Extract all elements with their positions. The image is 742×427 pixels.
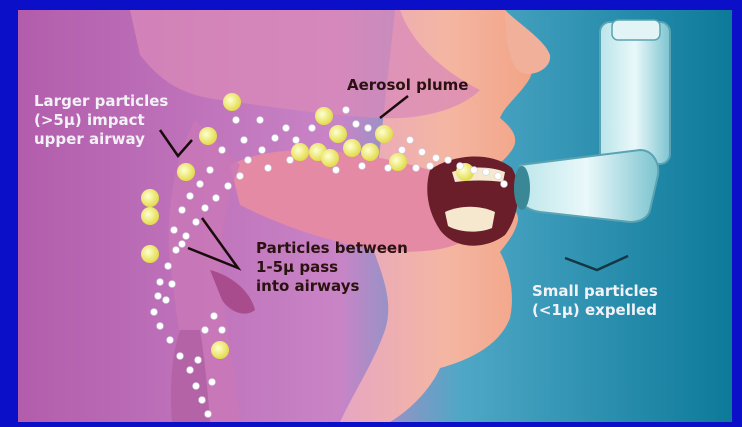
large-particle [315, 107, 333, 125]
small-particle [245, 157, 252, 164]
small-particle [407, 137, 414, 144]
small-particle [365, 125, 372, 132]
large-particle [199, 127, 217, 145]
small-particle [225, 183, 232, 190]
large-particle [361, 143, 379, 161]
large-particle [375, 125, 393, 143]
small-particle [501, 181, 508, 188]
small-particle [419, 149, 426, 156]
small-particle [177, 353, 184, 360]
small-particle [413, 165, 420, 172]
small-particle [209, 379, 216, 386]
small-particle [427, 163, 434, 170]
small-particle [343, 107, 350, 114]
small-particle [333, 167, 340, 174]
small-particle [233, 117, 240, 124]
large-particle [291, 143, 309, 161]
small-particle [197, 181, 204, 188]
small-particle [457, 163, 464, 170]
large-particle [211, 341, 229, 359]
small-particle [165, 263, 172, 270]
label-aerosol-plume: Aerosol plume [347, 76, 468, 95]
small-particle [309, 125, 316, 132]
small-particle [237, 173, 244, 180]
large-particle [329, 125, 347, 143]
small-particle [163, 297, 170, 304]
small-particle [241, 137, 248, 144]
small-particle [483, 169, 490, 176]
small-particle [445, 157, 452, 164]
small-particle [272, 135, 279, 142]
small-particle [385, 165, 392, 172]
small-particle [193, 219, 200, 226]
small-particle [283, 125, 290, 132]
small-particle [199, 397, 206, 404]
small-particle [202, 327, 209, 334]
small-particle [257, 117, 264, 124]
small-particle [202, 205, 209, 212]
inhaler-opening [514, 166, 530, 210]
large-particle [223, 93, 241, 111]
small-particle [169, 281, 176, 288]
small-particle [211, 313, 218, 320]
small-particle [287, 157, 294, 164]
small-particle [183, 233, 190, 240]
small-particle [157, 279, 164, 286]
small-particle [213, 195, 220, 202]
small-particle [359, 163, 366, 170]
label-larger-particles: Larger particles (>5μ) impact upper airw… [34, 92, 168, 149]
large-particle [321, 149, 339, 167]
large-particle [177, 163, 195, 181]
small-particle [433, 155, 440, 162]
small-particle [399, 147, 406, 154]
large-particle [343, 139, 361, 157]
label-particles-between: Particles between 1-5μ pass into airways [256, 239, 408, 296]
small-particle [179, 241, 186, 248]
label-small-particles: Small particles (<1μ) expelled [532, 282, 658, 320]
small-particle [207, 167, 214, 174]
small-particle [353, 121, 360, 128]
small-particle [157, 323, 164, 330]
small-particle [495, 173, 502, 180]
small-particle [173, 247, 180, 254]
inhaler-canister [600, 22, 670, 164]
small-particle [259, 147, 266, 154]
small-particle [167, 337, 174, 344]
small-particle [187, 193, 194, 200]
small-particle [219, 147, 226, 154]
small-particle [151, 309, 158, 316]
lower-teeth [445, 207, 495, 232]
large-particle [141, 189, 159, 207]
small-particle [193, 383, 200, 390]
small-particle [265, 165, 272, 172]
small-particle [171, 227, 178, 234]
large-particle [141, 245, 159, 263]
small-particle [195, 357, 202, 364]
small-particle [471, 167, 478, 174]
large-particle [389, 153, 407, 171]
large-particle [141, 207, 159, 225]
inhaler-canister-top [612, 20, 660, 40]
small-particle [155, 293, 162, 300]
small-particle [179, 207, 186, 214]
small-particle [187, 367, 194, 374]
small-particle [219, 327, 226, 334]
small-particle [205, 411, 212, 418]
small-particle [293, 137, 300, 144]
